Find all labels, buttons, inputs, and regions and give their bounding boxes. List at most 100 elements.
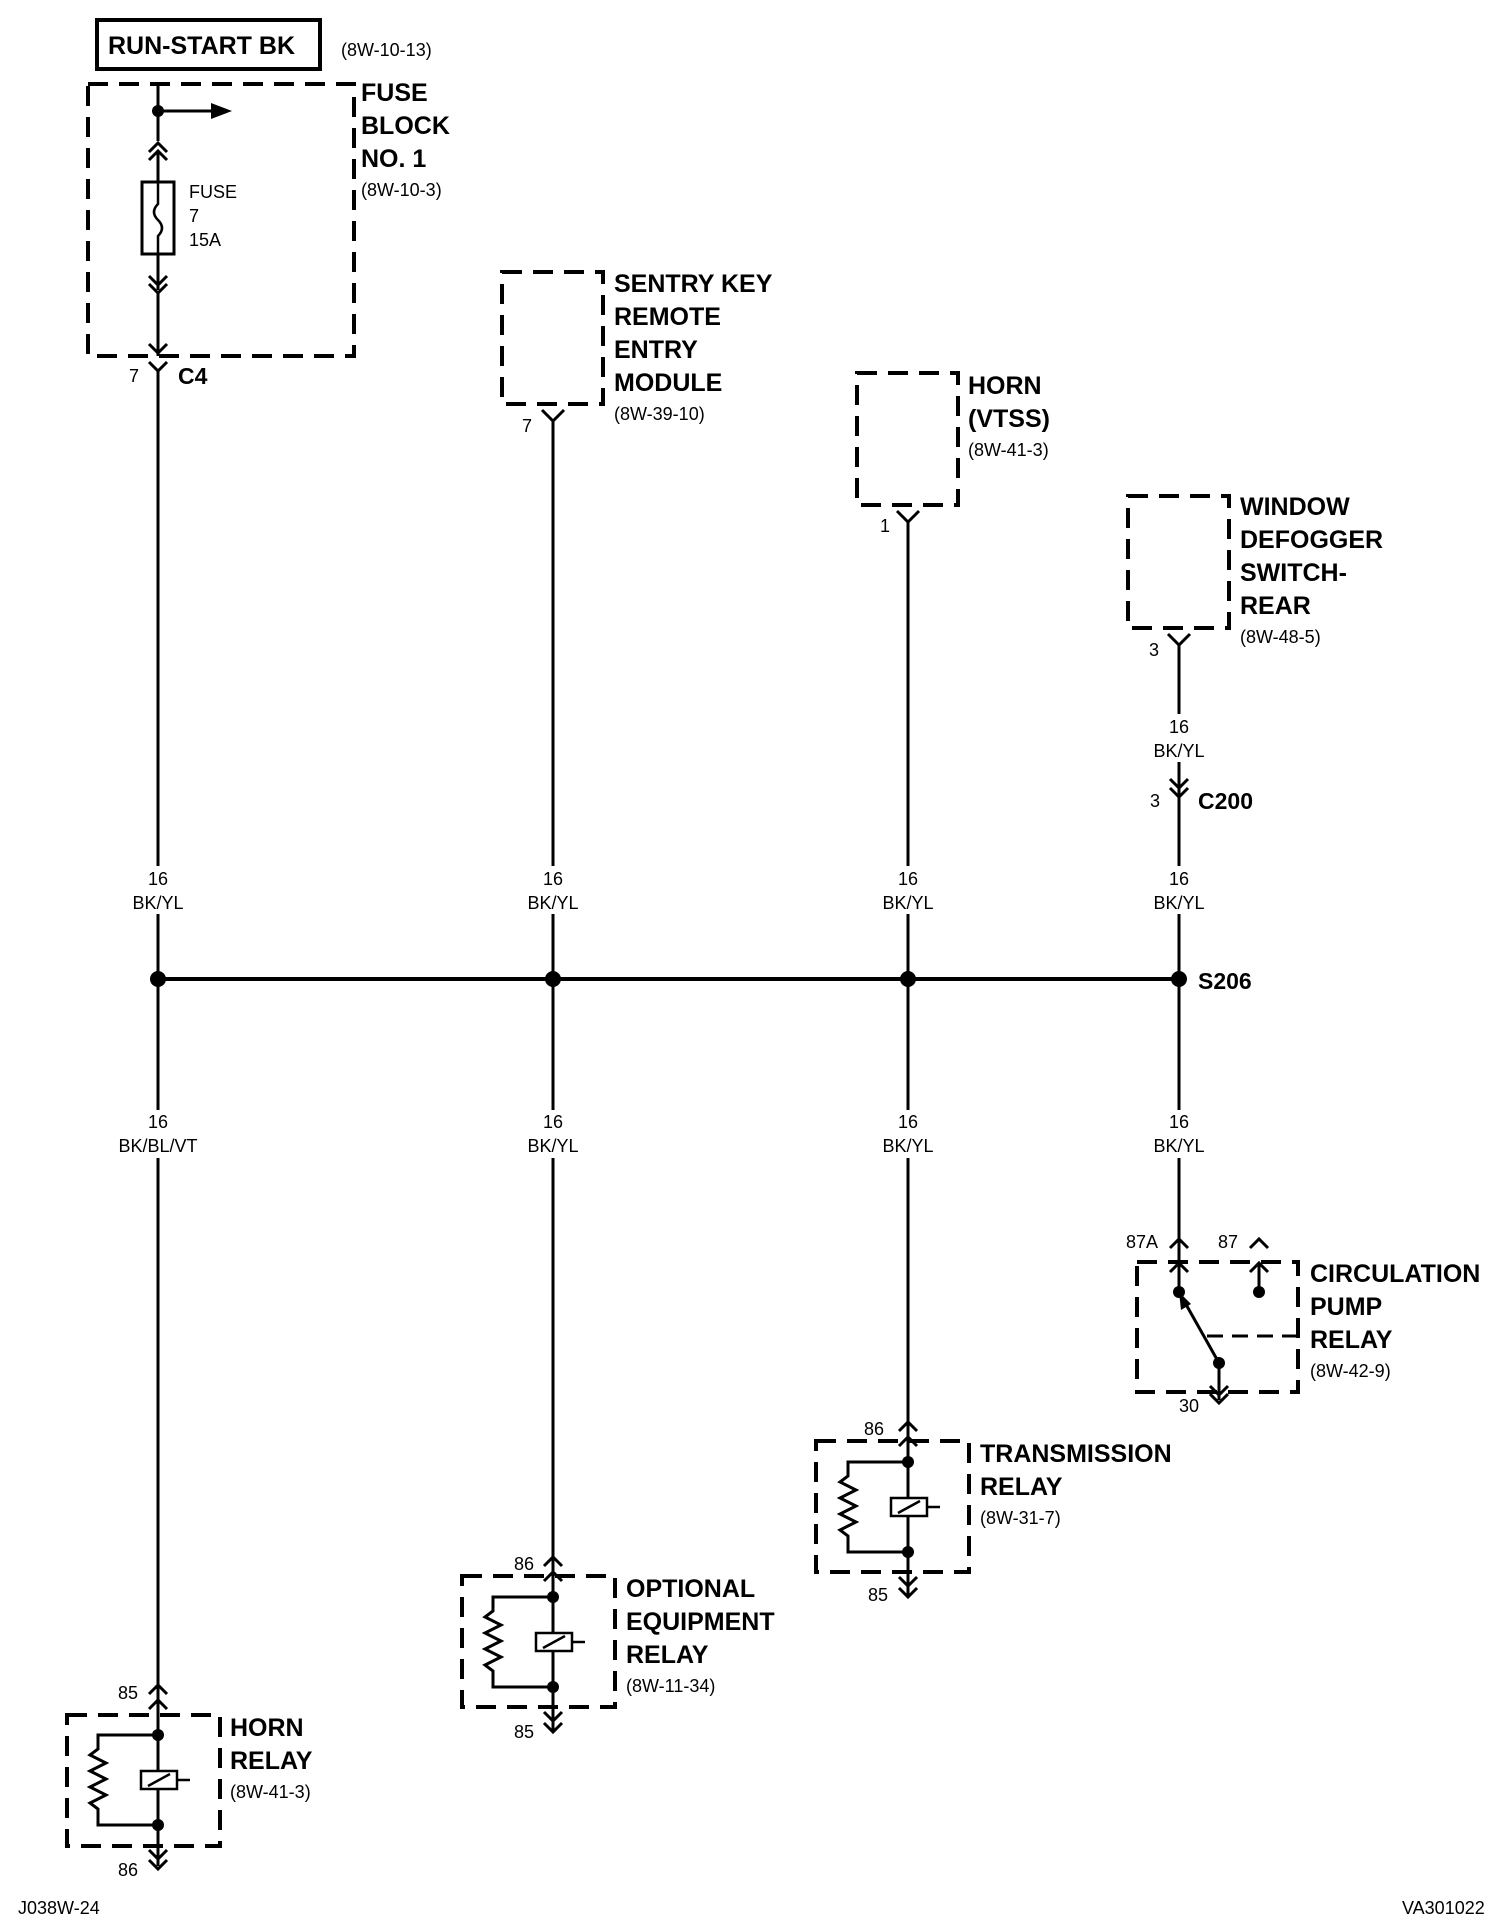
horn-relay-86-connector-icon — [147, 1848, 169, 1872]
circ-30-connector-icon — [1208, 1384, 1230, 1406]
trans-ref: (8W-31-7) — [980, 1508, 1061, 1528]
wire-4-top-gauge: 16 — [1169, 717, 1189, 737]
horn-relay-resistor-icon — [86, 1733, 158, 1827]
wire-3-upper-mask — [868, 866, 948, 914]
c4-connector-icon — [147, 360, 169, 374]
trans-title-1: TRANSMISSION — [980, 1440, 1172, 1468]
wire-4-lower-gauge: 16 — [1169, 1112, 1189, 1132]
opt-title-1: OPTIONAL — [626, 1575, 755, 1603]
source-label: RUN-START BK — [108, 32, 295, 60]
fuse-block-title-3: NO. 1 — [361, 145, 426, 173]
horn-relay-outline — [65, 1713, 222, 1848]
trans-title-2: RELAY — [980, 1473, 1063, 1501]
defogger-title-2: DEFOGGER — [1240, 526, 1383, 554]
wire-2-upper-color: BK/YL — [527, 893, 578, 913]
wire-1-upper-color: BK/YL — [132, 893, 183, 913]
source-ref: (8W-10-13) — [341, 40, 432, 60]
wire-4-upper-color: BK/YL — [1153, 893, 1204, 913]
splice-node-3 — [900, 971, 916, 987]
defogger-title-1: WINDOW — [1240, 493, 1350, 521]
sentry-pin: 7 — [522, 416, 532, 436]
circ-switch-arrow-icon — [1179, 1292, 1191, 1310]
defogger-title-3: SWITCH- — [1240, 559, 1347, 587]
opt-85-connector-icon — [542, 1710, 564, 1735]
splice-node-4 — [1171, 971, 1187, 987]
opt-ref: (8W-11-34) — [626, 1676, 715, 1696]
defogger-ref: (8W-48-5) — [1240, 627, 1321, 647]
c200-connector-icon — [1168, 777, 1190, 800]
opt-pin-86: 86 — [514, 1554, 534, 1574]
horn-relay-pin-86: 86 — [118, 1860, 138, 1880]
circ-title-3: RELAY — [1310, 1326, 1393, 1354]
source-box — [95, 18, 322, 71]
wire-3-lower-gauge: 16 — [898, 1112, 918, 1132]
fuse-block-ref: (8W-10-3) — [361, 180, 442, 200]
wire-4-top-color: BK/YL — [1153, 741, 1204, 761]
footer-left-code: J038W-24 — [18, 1898, 100, 1918]
wire-3-upper-gauge: 16 — [898, 869, 918, 889]
horn-relay-title-1: HORN — [230, 1714, 304, 1742]
trans-relay-outline — [814, 1439, 971, 1574]
wire-1-lower-color: BK/BL/VT — [118, 1136, 197, 1156]
horn-relay-ref: (8W-41-3) — [230, 1782, 311, 1802]
fuse-label: FUSE — [189, 182, 237, 202]
fuse-out-arrow-icon — [147, 342, 169, 356]
wire-4-top-mask — [1139, 714, 1219, 762]
wire-3-upper-color: BK/YL — [882, 893, 933, 913]
c200-pin: 3 — [1150, 791, 1160, 811]
wire-1-upper-gauge: 16 — [148, 869, 168, 889]
fuse-block-title-1: FUSE — [361, 79, 428, 107]
horn-vtss-title-1: HORN — [968, 372, 1042, 400]
circ-87-connector-icon — [1248, 1236, 1270, 1250]
circ-pin-30: 30 — [1179, 1396, 1199, 1416]
defogger-connector-icon — [1166, 632, 1192, 648]
sentry-title-2: REMOTE — [614, 303, 721, 331]
wire-2-lower-mask — [513, 1110, 593, 1158]
wire-2-upper-gauge: 16 — [543, 869, 563, 889]
circ-title-1: CIRCULATION — [1310, 1260, 1480, 1288]
defogger-switch-outline — [1126, 494, 1231, 630]
trans-85-connector-icon — [897, 1575, 919, 1600]
trans-pin-86: 86 — [864, 1419, 884, 1439]
wire-4-lower-mask — [1139, 1110, 1219, 1158]
opt-title-2: EQUIPMENT — [626, 1608, 775, 1636]
circ-pin-87: 87 — [1218, 1232, 1238, 1252]
sentry-title-3: ENTRY — [614, 336, 698, 364]
sentry-title-4: MODULE — [614, 369, 722, 397]
fuse-block-title-2: BLOCK — [361, 112, 450, 140]
sentry-ref: (8W-39-10) — [614, 404, 705, 424]
horn-vtss-outline — [855, 371, 960, 507]
sentry-module-outline — [500, 270, 605, 406]
circ-relay-outline — [1135, 1260, 1300, 1394]
opt-resistor-icon — [481, 1595, 553, 1689]
wire-1-upper-mask — [118, 866, 198, 914]
fuse-rating: 15A — [189, 230, 221, 250]
defogger-title-4: REAR — [1240, 592, 1311, 620]
wire-2-lower-color: BK/YL — [527, 1136, 578, 1156]
opt-title-3: RELAY — [626, 1641, 709, 1669]
wire-2-upper-mask — [513, 866, 593, 914]
wire-1-lower-mask — [108, 1110, 208, 1158]
opt-pin-85: 85 — [514, 1722, 534, 1742]
fuse-number: 7 — [189, 206, 199, 226]
fuse-block-outline — [86, 82, 356, 358]
c4-label: C4 — [178, 363, 208, 389]
trans-resistor-icon — [836, 1460, 908, 1554]
splice-node-1 — [150, 971, 166, 987]
circ-pin-87a: 87A — [1126, 1232, 1158, 1252]
horn-vtss-pin: 1 — [880, 516, 890, 536]
circ-87-contact — [1253, 1286, 1265, 1298]
wire-4-lower-color: BK/YL — [1153, 1136, 1204, 1156]
c200-label: C200 — [1198, 788, 1253, 814]
trans-coil-slash — [897, 1499, 921, 1515]
sentry-title-1: SENTRY KEY — [614, 270, 773, 298]
wire-1-lower-gauge: 16 — [148, 1112, 168, 1132]
opt-relay-outline — [460, 1574, 617, 1709]
wire-4-upper-gauge: 16 — [1169, 869, 1189, 889]
circ-title-2: PUMP — [1310, 1293, 1382, 1321]
horn-vtss-title-2: (VTSS) — [968, 405, 1050, 433]
horn-relay-title-2: RELAY — [230, 1747, 313, 1775]
wire-3-lower-color: BK/YL — [882, 1136, 933, 1156]
trans-pin-85: 85 — [868, 1585, 888, 1605]
